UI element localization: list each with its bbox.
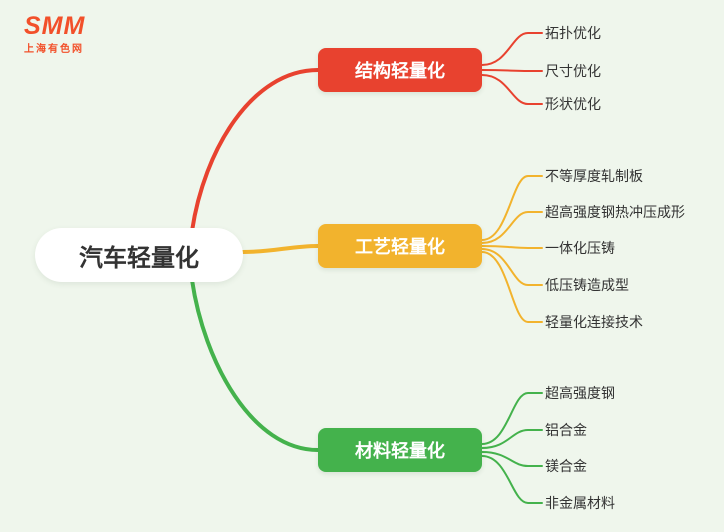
leaf-item[interactable]: 形状优化: [545, 96, 601, 112]
connector-leaf: [481, 69, 543, 72]
leaf-item[interactable]: 尺寸优化: [545, 63, 601, 79]
leaf-item[interactable]: 铝合金: [545, 422, 587, 438]
connector-leaf: [481, 175, 543, 241]
connector-leaf: [481, 451, 543, 467]
leaf-item[interactable]: 一体化压铸: [545, 240, 615, 256]
leaf-item[interactable]: 镁合金: [545, 458, 587, 474]
leaf-item[interactable]: 非金属材料: [545, 495, 615, 511]
leaf-item[interactable]: 超高强度钢热冲压成形: [545, 204, 685, 220]
branch-node-structure[interactable]: 结构轻量化: [318, 48, 482, 92]
connector-leaf: [481, 455, 543, 504]
leaf-item[interactable]: 超高强度钢: [545, 385, 615, 401]
smm-logo: SMM 上海有色网: [24, 13, 85, 55]
connector-leaf: [481, 32, 543, 66]
connector-leaf: [481, 392, 543, 445]
connector-leaf: [481, 74, 543, 105]
branch-node-process[interactable]: 工艺轻量化: [318, 224, 482, 268]
connector-leaf: [481, 429, 543, 449]
leaf-item[interactable]: 轻量化连接技术: [545, 314, 643, 330]
connector-root-process: [241, 244, 320, 254]
logo-brand-text: SMM: [24, 12, 86, 40]
root-node[interactable]: 汽车轻量化: [35, 228, 243, 282]
connector-leaf: [481, 251, 543, 323]
connector-root-structure: [190, 68, 320, 233]
connector-leaf: [481, 211, 543, 244]
leaf-item[interactable]: 不等厚度轧制板: [545, 168, 643, 184]
logo-subtitle-text: 上海有色网: [24, 44, 84, 55]
leaf-item[interactable]: 拓扑优化: [545, 25, 601, 41]
connector-leaf: [481, 248, 543, 286]
connector-root-material: [190, 278, 320, 452]
connector-leaf: [481, 245, 543, 249]
branch-node-material[interactable]: 材料轻量化: [318, 428, 482, 472]
leaf-item[interactable]: 低压铸造成型: [545, 277, 629, 293]
